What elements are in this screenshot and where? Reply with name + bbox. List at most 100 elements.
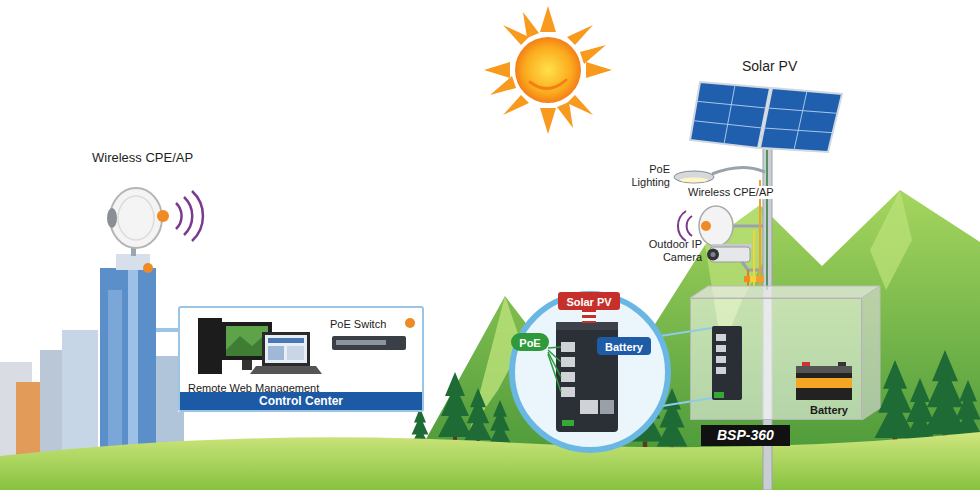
device-caption: Wireless CPE/AP: [686, 186, 776, 199]
ip-camera: [707, 249, 719, 261]
zoom-callout: [556, 322, 618, 330]
poe-lamp: [674, 171, 714, 183]
control-center-panel: [262, 332, 310, 366]
pine-trees: [464, 388, 491, 446]
sun: [523, 12, 539, 38]
equipment-cabinet: [690, 286, 880, 298]
wireless-cpe-left: [118, 196, 154, 240]
wireless-cpe-left: [176, 203, 182, 229]
device-caption: PoE Lighting: [618, 163, 670, 189]
city-skyline: [100, 268, 156, 462]
sun: [484, 6, 612, 134]
zoom-callout: [512, 294, 668, 450]
control-center-panel: [242, 360, 252, 370]
control-center-panel: [268, 338, 304, 343]
city-skyline: [128, 268, 138, 462]
pine-trees: [438, 372, 472, 445]
city-skyline: [0, 254, 184, 462]
model-badge: BSP-360: [701, 425, 790, 446]
city-skyline: [108, 290, 122, 450]
equipment-cabinet: [716, 334, 726, 341]
wireless-cpe-left: [110, 188, 162, 248]
equipment-cabinet: [862, 286, 880, 420]
poe-lamp: [674, 167, 765, 183]
equipment-cabinet: [712, 326, 742, 400]
solar-caption: Solar PV: [742, 58, 797, 75]
control-center-panel: [268, 346, 284, 360]
battery-tag: Battery: [597, 337, 651, 355]
sun: [503, 95, 529, 115]
zoom-callout: [512, 294, 712, 450]
wireless-cpe-left: [107, 208, 117, 228]
equipment-cabinet: [716, 345, 726, 352]
control-center-panel: [287, 346, 304, 360]
control-center-panel: [156, 328, 178, 332]
solar-pv-tag: Solar PV: [558, 292, 620, 310]
zoom-callout: [561, 357, 575, 367]
equipment-cabinet: [838, 362, 846, 366]
sun: [490, 76, 516, 95]
wireless-cpe-left: [192, 191, 203, 241]
zoom-callout: [582, 309, 596, 323]
equipment-cabinet: [716, 356, 726, 363]
city-skyline: [62, 330, 98, 462]
zoom-callout: [561, 342, 575, 352]
tag-text: Battery: [605, 338, 643, 356]
wireless-cpe-left: [157, 210, 169, 222]
control-center-panel: [226, 332, 268, 356]
control-center-panel: [198, 318, 222, 374]
zoom-callout: [548, 347, 561, 348]
equipment-cabinet: [796, 366, 852, 373]
sun: [586, 62, 612, 78]
sun: [580, 45, 606, 64]
zoom-callout: [660, 328, 712, 336]
sun: [484, 62, 510, 78]
sun: [567, 95, 593, 115]
solar-panel: [690, 82, 770, 148]
zoom-callout: [582, 309, 596, 323]
equipment-cabinet: [714, 392, 724, 398]
control-center-panel: [226, 326, 268, 356]
wireless-cpe-right: [730, 225, 763, 228]
zoom-callout: [580, 400, 598, 414]
sun: [515, 37, 581, 103]
zoom-callout: [562, 420, 574, 426]
wireless-cpe-right: [701, 221, 711, 231]
zoom-callout: [600, 400, 614, 414]
sun: [557, 102, 573, 128]
solar-panel: [794, 91, 807, 150]
device-label: PoE Switch: [330, 318, 386, 331]
poe-lamp: [680, 178, 708, 183]
power-cables: [756, 276, 764, 282]
wireless-cpe-right: [678, 211, 686, 241]
wireless-cpe-left: [107, 188, 203, 273]
ip-camera: [711, 252, 716, 257]
control-center-panel: PoE SwitchRemote Web ManagementControl C…: [178, 306, 424, 412]
ground: [0, 432, 980, 490]
control-center-panel: [332, 336, 406, 350]
equipment-cabinet: [796, 373, 852, 400]
solar-panel: [724, 85, 735, 144]
zoom-callout: [561, 387, 575, 397]
tag-text: PoE: [519, 334, 540, 352]
device-caption: Wireless CPE/AP: [92, 150, 193, 166]
equipment-cabinet: [690, 298, 862, 420]
wireless-cpe-left: [143, 263, 153, 273]
zoom-callout: [662, 398, 712, 406]
sun: [484, 6, 612, 134]
wireless-cpe-right: [699, 206, 733, 246]
wireless-cpe-left: [184, 197, 192, 235]
equipment-cabinet: [796, 378, 852, 388]
solar-panel: [690, 82, 842, 152]
sun: [503, 25, 529, 45]
sun: [567, 25, 593, 45]
equipment-cabinet: [716, 367, 726, 374]
equipment-cabinet: [690, 286, 880, 420]
poe-lamp: [712, 167, 765, 174]
control-center-panel: [265, 335, 307, 363]
street-pole: [766, 150, 768, 290]
